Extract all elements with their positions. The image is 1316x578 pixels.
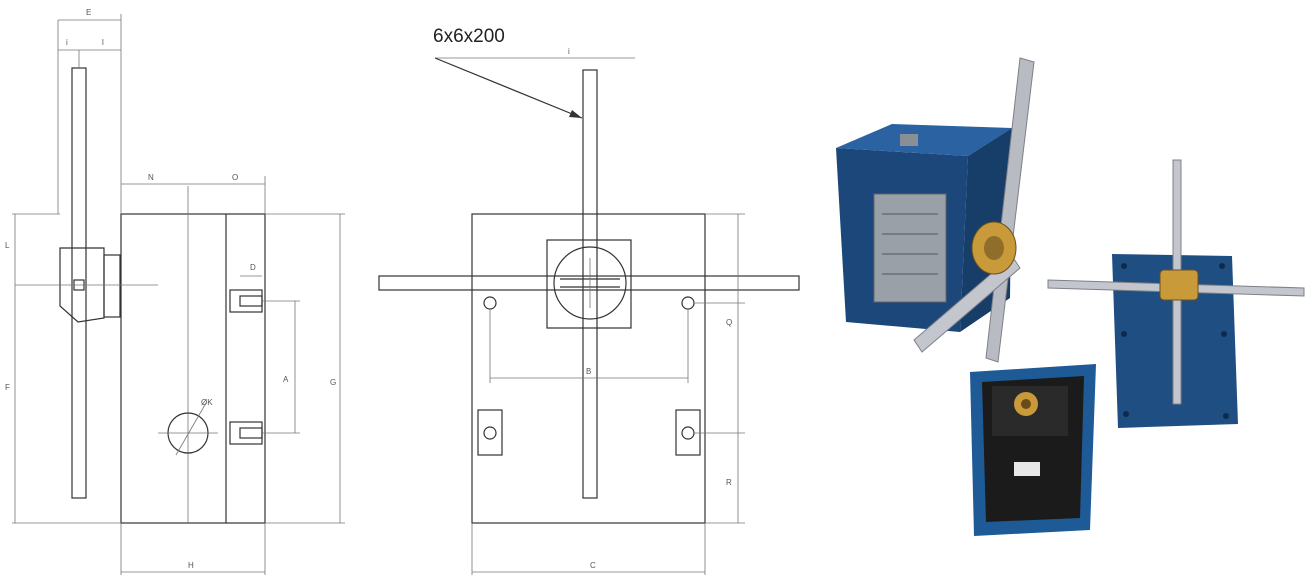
plate-screw-4 [1221, 331, 1227, 337]
plate-screw-5 [1123, 411, 1129, 417]
dim-label-G: G [330, 378, 336, 387]
photo-plate-cross [1047, 159, 1305, 428]
side-slot-bottom-bolt [239, 427, 263, 439]
housing-gland [900, 134, 918, 146]
dim-label-F: F [5, 383, 10, 392]
front-lever-horizontal [378, 275, 800, 291]
dim-label-C: C [590, 561, 596, 570]
front-bolt-top-left [483, 296, 497, 310]
dim-label-Q: Q [726, 318, 732, 327]
dim-label-O: O [232, 173, 238, 182]
front-slot-right [675, 409, 701, 456]
dim-label-L: L [5, 241, 10, 250]
callout-arrow [569, 110, 582, 118]
plate-screw-2 [1219, 263, 1225, 269]
dim-label-dia: ØK [201, 398, 213, 407]
dim-label-A: A [283, 375, 289, 384]
dim-label-i: i [66, 38, 68, 47]
plate-screw-3 [1121, 331, 1127, 337]
side-slot-bottom [229, 421, 263, 445]
front-view-drawing: 6x6x200 i Q R B C [378, 26, 800, 575]
front-bolt-top-right [681, 296, 695, 310]
front-bolt-bottom-right [681, 426, 695, 440]
front-hub-plate [546, 239, 632, 329]
plate-screw-6 [1223, 413, 1229, 419]
dim-label-B: B [586, 367, 591, 376]
housing-top-face [836, 124, 1012, 156]
dim-label-R: R [726, 478, 732, 487]
side-hole-axis-d [175, 402, 207, 456]
dim-label-D: D [250, 263, 256, 272]
housing-hub-center [984, 236, 1004, 260]
plate-hub [1159, 269, 1199, 301]
photo-open-cover [970, 364, 1096, 536]
cover-cam-center [1021, 399, 1031, 409]
dim-label-N: N [148, 173, 154, 182]
front-body [471, 213, 706, 524]
cover-label [1014, 462, 1040, 476]
plate-screw-1 [1121, 263, 1127, 269]
side-slot-top-bolt [239, 295, 263, 307]
housing-nameplate [873, 193, 947, 303]
front-slot-left [477, 409, 503, 456]
front-lever-vertical [582, 69, 598, 499]
side-slot-top [229, 289, 263, 313]
front-hub-disc [553, 246, 627, 320]
side-hub-plate [103, 254, 121, 318]
callout-leader [434, 57, 583, 119]
dim-label-l: l [102, 38, 104, 47]
housing-lever-horizontal [913, 255, 1021, 353]
side-view-drawing: E i l N O L F G D A ØK H [5, 8, 345, 575]
front-bolt-bottom-left [483, 426, 497, 440]
dim-label-H: H [188, 561, 194, 570]
side-hub [59, 247, 105, 323]
dim-label-E: E [86, 8, 91, 17]
dim-label-top-i: i [568, 47, 570, 56]
photo-blue-housing [836, 57, 1035, 363]
side-body [120, 213, 266, 524]
callout-label: 6x6x200 [433, 26, 505, 47]
